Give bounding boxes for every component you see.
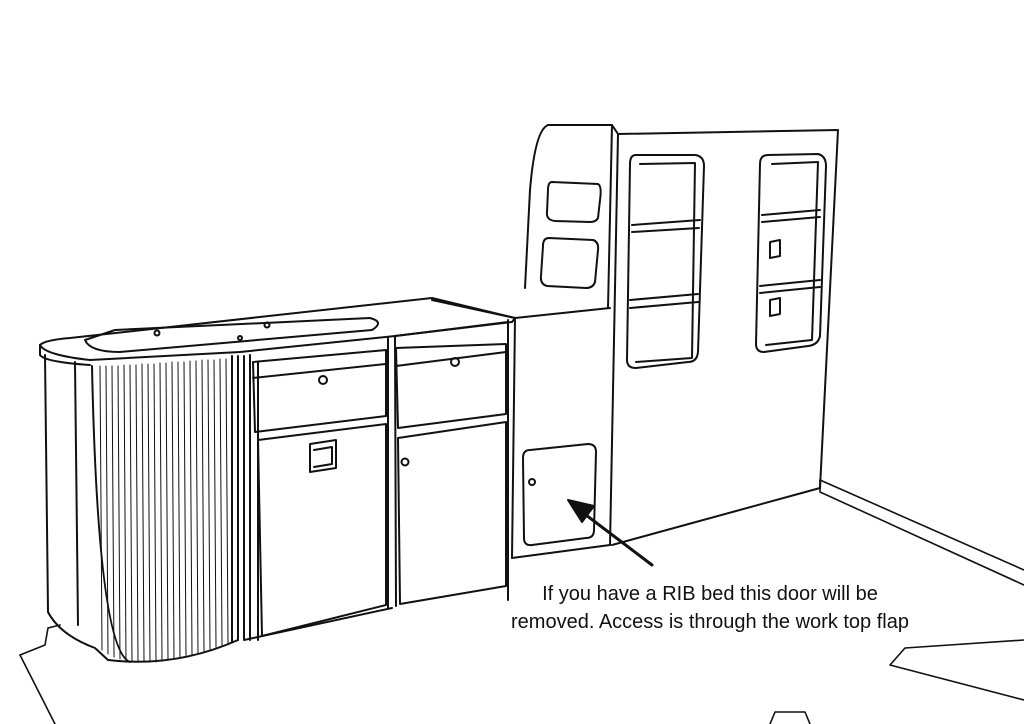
drawer-knob-icon <box>318 375 328 385</box>
shelf-opening-top <box>545 181 602 223</box>
drawer-top-right <box>395 343 507 429</box>
tambour-unit <box>44 354 239 663</box>
tap-hole-icon <box>153 329 161 337</box>
base-cupboard <box>394 321 509 605</box>
annotation-text: If you have a RIB bed this door will be … <box>470 580 950 636</box>
annotation-line-1: If you have a RIB bed this door will be <box>542 583 878 605</box>
hinge-icon <box>769 297 781 317</box>
shelf-opening-lower <box>539 237 600 289</box>
drawer-top-left <box>252 349 387 433</box>
shelf-cubby-middle <box>626 154 705 369</box>
sink-hob-recess <box>84 317 379 353</box>
kitchen-counter <box>39 297 516 366</box>
shelf-cubby-right <box>755 153 827 353</box>
tap-hole-icon <box>237 335 243 341</box>
tall-unit <box>524 124 839 546</box>
cupboard-door <box>397 421 507 605</box>
pointer-arrow <box>567 499 654 567</box>
tambour-slats <box>99 358 229 663</box>
annotation-line-2: removed. Access is through the work top … <box>511 611 909 633</box>
fridge-handle <box>309 439 337 473</box>
access-door <box>522 443 597 547</box>
hinge-icon <box>769 239 781 259</box>
drawer-knob-icon <box>450 357 460 367</box>
fridge-door <box>257 423 387 637</box>
door-knob-icon <box>528 478 536 486</box>
tap-hole-icon <box>263 321 271 329</box>
door-knob-icon <box>400 457 410 467</box>
fridge-column <box>243 335 397 641</box>
